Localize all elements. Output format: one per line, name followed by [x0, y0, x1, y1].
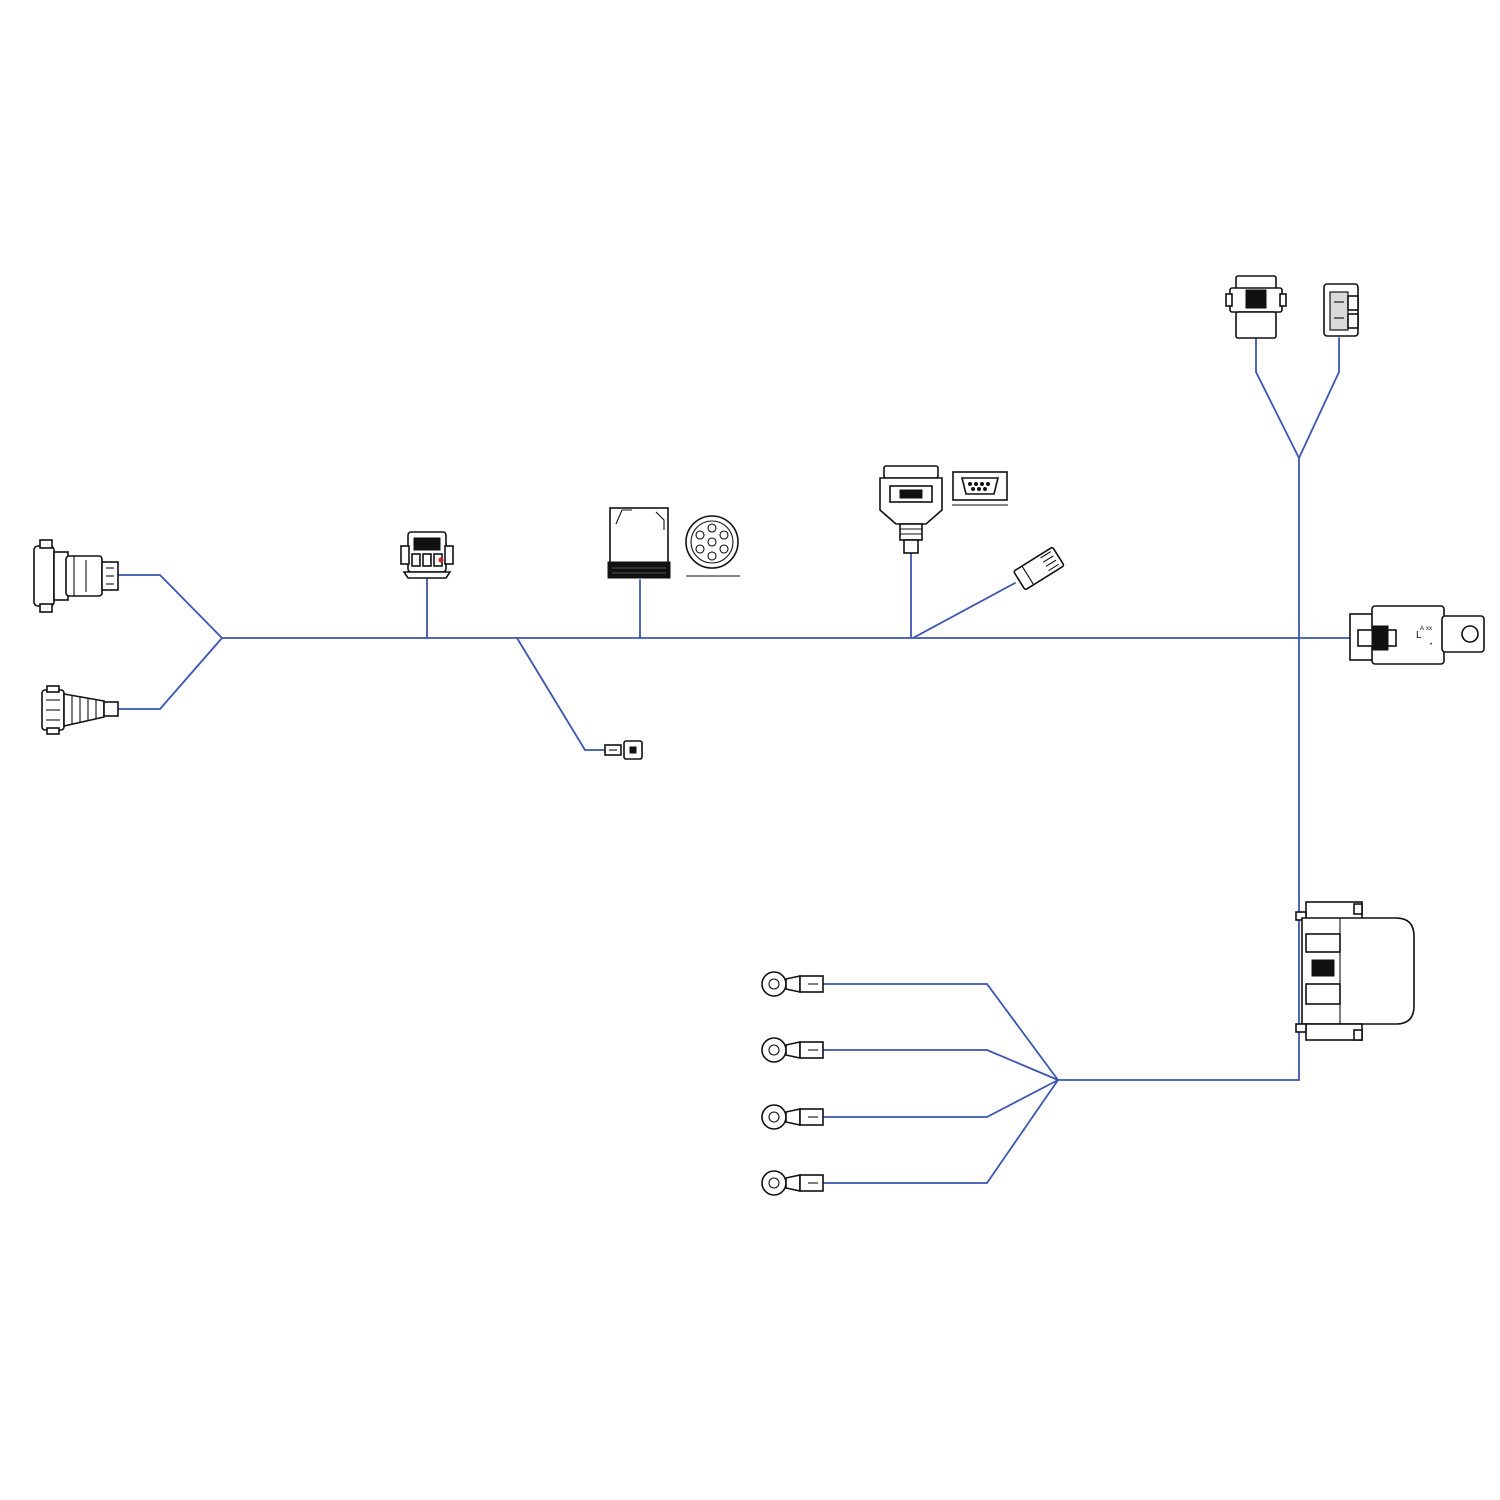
two-pin-connector-icon — [1323, 283, 1359, 337]
wire-to-blade-terminal — [516, 637, 606, 751]
sealed-multipin-connector-icon — [400, 531, 454, 579]
wire-to-ring-terminal-1 — [822, 983, 1059, 1081]
ring-terminal-icon — [761, 1170, 824, 1196]
control-module-icon — [1295, 901, 1415, 1041]
wire-to-barrel-connector — [117, 574, 223, 639]
svg-text:xx: xx — [1426, 626, 1432, 632]
deutsch-rectangular-connector-icon — [607, 507, 671, 579]
wire-to-ring-terminal-2 — [822, 1049, 1059, 1081]
svg-text:A: A — [1420, 626, 1424, 632]
small-blade-terminal-icon — [604, 740, 643, 760]
harness-wires — [117, 337, 1351, 1184]
wire-to-weatherpack-connector — [1255, 337, 1300, 459]
ring-terminal-icon — [761, 971, 824, 997]
wire-to-ring-terminal-4 — [822, 1079, 1059, 1184]
relay-connector-icon: A xx L • — [1349, 605, 1485, 665]
ring-terminal-icon — [761, 1037, 824, 1063]
wire-to-two-pin-connector — [1298, 337, 1340, 459]
wire-to-ring-terminal-3 — [822, 1079, 1059, 1118]
svg-text:•: • — [1430, 642, 1432, 648]
ring-terminal-icon — [761, 1104, 824, 1130]
db9-face-icon — [952, 471, 1008, 506]
weatherpack-connector-icon — [1225, 275, 1287, 339]
wire-to-threaded-connector — [117, 637, 223, 710]
svg-text:L: L — [1416, 630, 1422, 641]
db9-cable-connector-icon — [879, 465, 943, 554]
wire-to-rj45-plug — [912, 582, 1016, 639]
rj45-plug-icon — [1013, 546, 1065, 591]
circular-threaded-connector-icon — [41, 685, 119, 735]
round-barrel-connector-icon — [33, 539, 119, 613]
circular-pin-face-icon — [685, 515, 740, 577]
